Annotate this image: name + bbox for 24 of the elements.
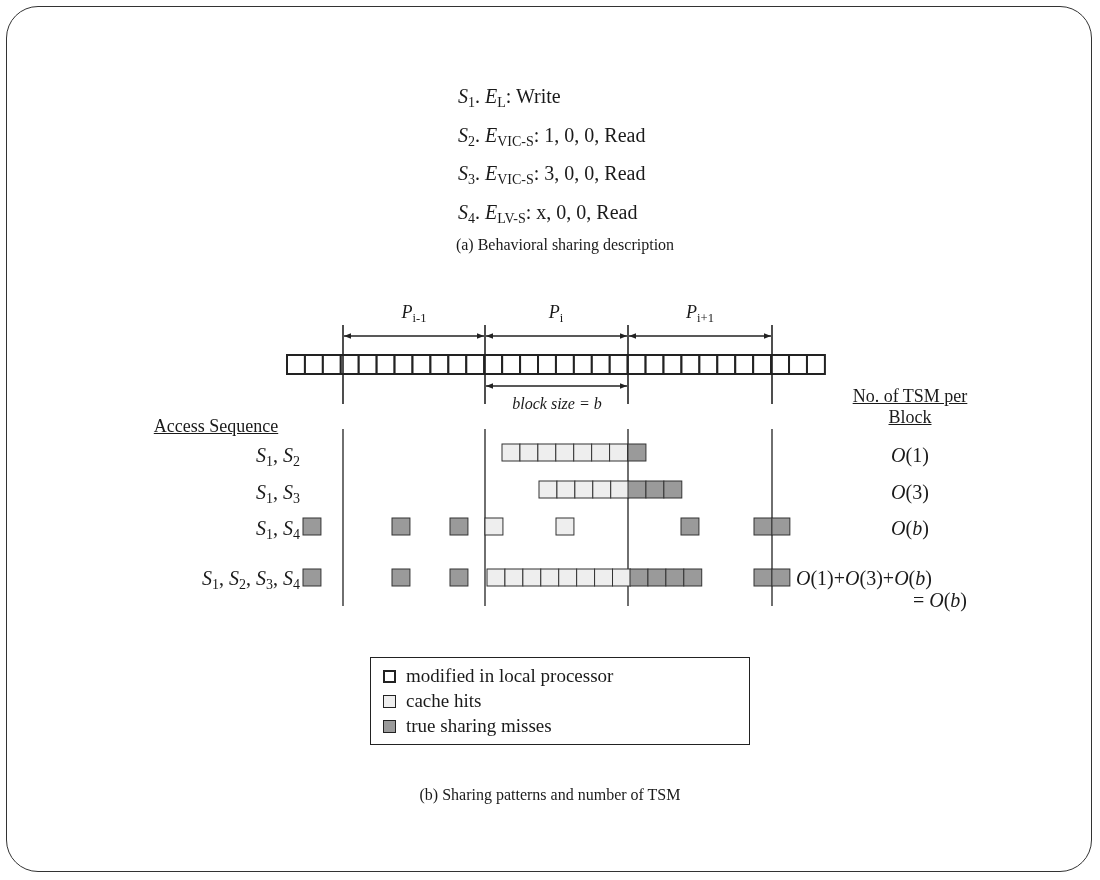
legend-text: modified in local processor [406, 666, 614, 687]
text-label: O(3) [890, 481, 930, 504]
text-label: P$_{i-1}$ [400, 302, 428, 323]
text-label: S$_{4}$. E$_{LV-S}$: x, 0, 0, Read [458, 201, 639, 224]
text-label: S$_{1}$. E$_{L}$: Write [458, 85, 562, 108]
text-label: O(1) [890, 444, 930, 467]
text-label: = O(b) [912, 589, 969, 612]
text-label: S$_{2}$. E$_{VIC-S}$: 1, 0, 0, Read [458, 124, 647, 147]
text-label: Access Sequence [152, 416, 280, 437]
text-label: O(b) [890, 517, 930, 540]
text-label: P$_{i+1}$ [685, 302, 715, 323]
text-label: S$_{1}$, S$_{3}$ [255, 481, 300, 504]
legend-text: cache hits [406, 690, 482, 712]
text-label: No. of TSM per Block [851, 386, 969, 428]
text-label: S$_{1}$, S$_{4}$ [255, 517, 300, 540]
legend-text: true sharing misses [406, 715, 552, 737]
dimension-label: block size = b [511, 395, 603, 414]
caption: (b) Sharing patterns and number of TSM [418, 786, 682, 804]
text-label: S$_{3}$. E$_{VIC-S}$: 3, 0, 0, Read [458, 162, 647, 185]
text-label: S$_{1}$, S$_{2}$ [255, 444, 300, 467]
text-label: O(1)+O(3)+O(b) [796, 567, 933, 590]
text-label: P$_{i}$ [547, 302, 565, 323]
text-label: S$_{1}$, S$_{2}$, S$_{3}$, S$_{4}$ [201, 567, 300, 590]
text-label: (a) Behavioral sharing description [454, 236, 676, 255]
